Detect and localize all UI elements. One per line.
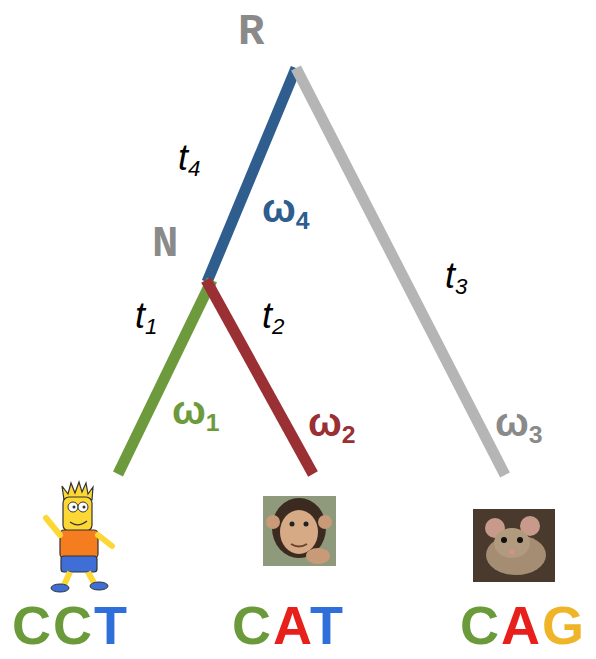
branch-length: t3 — [445, 258, 467, 294]
sequence-letter: A — [273, 595, 310, 655]
sequence-letter: C — [53, 595, 94, 655]
subscript-index: 4 — [188, 156, 200, 181]
sequence-letter: C — [12, 595, 53, 655]
symbol-letter: t — [135, 295, 145, 336]
sequence-letter: G — [542, 595, 586, 655]
symbol-letter: ω — [308, 400, 342, 444]
branch-omega: ω4 — [262, 188, 310, 228]
sequence-letter: T — [94, 595, 129, 655]
symbol-letter: t — [262, 295, 272, 336]
subscript-index: 2 — [272, 314, 284, 339]
symbol-letter: t — [445, 255, 455, 296]
branch-blue — [207, 68, 296, 282]
branch-length: t2 — [262, 298, 284, 334]
branch-length: t4 — [178, 140, 200, 176]
node-letter: N — [152, 222, 178, 266]
chimp-picture — [263, 496, 336, 566]
subscript-index: 2 — [342, 421, 356, 448]
subscript-index: 3 — [455, 274, 467, 299]
subscript-index: 1 — [206, 409, 220, 436]
symbol-letter: ω — [172, 388, 206, 432]
subscript-index: 1 — [145, 314, 157, 339]
codon-sequence: CAT — [232, 598, 345, 652]
subscript-index: 3 — [529, 421, 543, 448]
symbol-letter: ω — [262, 186, 296, 230]
bart-picture — [46, 482, 112, 592]
branch-omega: ω2 — [308, 402, 356, 442]
mouse-picture — [473, 509, 555, 582]
branch-omega: ω3 — [495, 402, 543, 442]
symbol-letter: t — [178, 137, 188, 178]
tree-branches — [118, 68, 505, 475]
branch-red — [206, 280, 313, 474]
branch-green — [118, 280, 212, 474]
symbol-letter: ω — [495, 400, 529, 444]
branch-omega: ω1 — [172, 390, 220, 430]
node-letter: R — [238, 10, 264, 54]
sequence-letter: T — [310, 595, 345, 655]
sequence-letter: C — [460, 595, 501, 655]
branch-length: t1 — [135, 298, 157, 334]
subscript-index: 4 — [296, 207, 310, 234]
sequence-letter: C — [232, 595, 273, 655]
branch-grey — [296, 68, 505, 475]
sequence-letter: A — [501, 595, 542, 655]
codon-sequence: CAG — [460, 598, 586, 652]
codon-sequence: CCT — [12, 598, 129, 652]
